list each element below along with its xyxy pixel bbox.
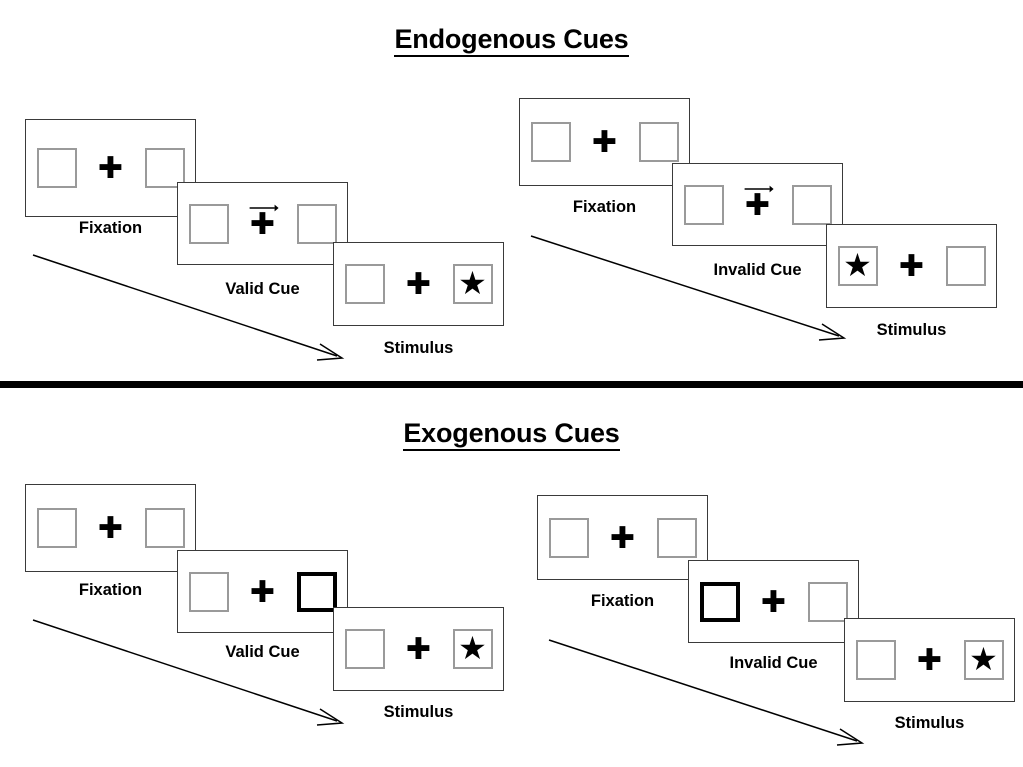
fixation-cross-icon: ✚ — [405, 632, 432, 667]
section-title-endogenous: Endogenous Cues — [0, 24, 1023, 57]
left-box — [855, 640, 896, 680]
frame-endogenous-valid-cue[interactable]: ✚ — [177, 182, 348, 265]
right-box — [144, 148, 185, 188]
fixation-cross-icon: ✚ — [760, 584, 787, 620]
left-box — [36, 508, 77, 548]
right-box — [296, 203, 337, 244]
right-box — [656, 517, 697, 558]
left-box — [36, 148, 77, 188]
frame-endogenous-valid-stimulus[interactable]: ✚ ★ — [333, 242, 504, 326]
star-icon: ★ — [843, 247, 872, 283]
right-box — [791, 184, 832, 225]
fixation-cross-icon: ✚ — [898, 249, 925, 284]
frame-exogenous-invalid-cue[interactable]: ✚ — [688, 560, 859, 643]
section-title-exogenous-text: Exogenous Cues — [403, 418, 620, 451]
caption-exogenous-invalid-stimulus: Stimulus — [894, 714, 965, 732]
frame-exogenous-valid-cue[interactable]: ✚ — [177, 550, 348, 633]
fixation-cross-icon: ✚ — [916, 643, 943, 678]
fixation-cross-group: ✚ — [94, 506, 128, 550]
caption-endogenous-valid-cue: Valid Cue — [225, 280, 300, 298]
arrow-right-icon — [249, 204, 279, 211]
right-box — [144, 508, 185, 548]
right-box — [945, 246, 986, 286]
frame-endogenous-invalid-fixation[interactable]: ✚ — [519, 98, 690, 186]
fixation-cross-group: ✚ — [94, 146, 128, 190]
fixation-cross-group: ✚ — [895, 244, 929, 288]
frame-content: ✚ — [26, 506, 195, 550]
frame-content: ✚ — [178, 570, 347, 614]
fixation-cross-icon: ✚ — [97, 151, 124, 186]
star-icon: ★ — [458, 265, 487, 301]
caption-endogenous-valid-fixation: Fixation — [78, 219, 143, 237]
right-box-highlighted-box-icon — [296, 571, 337, 612]
caption-exogenous-invalid-cue: Invalid Cue — [729, 654, 818, 672]
fixation-cross-group: ✚ — [246, 202, 280, 246]
flow-arrow-exogenous-invalid — [548, 639, 865, 746]
frame-content: ✚ — [689, 580, 858, 624]
frame-content: ✚ ★ — [334, 627, 503, 671]
frame-endogenous-invalid-cue[interactable]: ✚ — [672, 163, 843, 246]
left-box: ★ — [837, 246, 878, 286]
frame-content: ✚ — [178, 202, 347, 246]
caption-exogenous-valid-fixation: Fixation — [78, 581, 143, 599]
left-box — [188, 571, 229, 612]
fixation-cross-icon: ✚ — [249, 574, 276, 610]
fixation-cross-group: ✚ — [606, 516, 640, 560]
fixation-cross-group: ✚ — [402, 262, 436, 306]
frame-content: ✚ — [538, 516, 707, 560]
frame-content: ✚ — [26, 146, 195, 190]
frame-exogenous-valid-stimulus[interactable]: ✚ ★ — [333, 607, 504, 691]
fixation-cross-group: ✚ — [246, 570, 280, 614]
frame-content: ★ ✚ — [827, 244, 996, 288]
fixation-cross-icon: ✚ — [609, 520, 636, 556]
left-box — [548, 517, 589, 558]
frame-content: ✚ — [520, 120, 689, 164]
left-box-highlighted-box-icon — [699, 581, 740, 622]
right-box: ★ — [452, 629, 493, 669]
right-box — [807, 581, 848, 622]
arrow-right-icon — [744, 185, 774, 192]
right-box: ★ — [963, 640, 1004, 680]
caption-exogenous-invalid-fixation: Fixation — [590, 592, 655, 610]
caption-endogenous-valid-stimulus: Stimulus — [383, 339, 454, 357]
left-box — [530, 122, 571, 162]
right-box: ★ — [452, 264, 493, 304]
section-divider — [0, 381, 1023, 388]
star-icon: ★ — [969, 641, 998, 677]
frame-endogenous-valid-fixation[interactable]: ✚ — [25, 119, 196, 217]
frame-content: ✚ ★ — [845, 638, 1014, 682]
fixation-cross-group: ✚ — [757, 580, 791, 624]
frame-content: ✚ ★ — [334, 262, 503, 306]
fixation-cross-group: ✚ — [741, 183, 775, 227]
caption-endogenous-invalid-stimulus: Stimulus — [876, 321, 947, 339]
fixation-cross-icon: ✚ — [97, 511, 124, 546]
frame-endogenous-invalid-stimulus[interactable]: ★ ✚ — [826, 224, 997, 308]
fixation-cross-group: ✚ — [588, 120, 622, 164]
fixation-cross-group: ✚ — [402, 627, 436, 671]
caption-exogenous-valid-stimulus: Stimulus — [383, 703, 454, 721]
section-title-endogenous-text: Endogenous Cues — [394, 24, 629, 57]
left-box — [188, 203, 229, 244]
fixation-cross-icon: ✚ — [405, 267, 432, 302]
fixation-cross-icon: ✚ — [744, 187, 771, 223]
frame-exogenous-invalid-stimulus[interactable]: ✚ ★ — [844, 618, 1015, 702]
right-box — [638, 122, 679, 162]
section-title-exogenous: Exogenous Cues — [0, 418, 1023, 451]
frame-exogenous-invalid-fixation[interactable]: ✚ — [537, 495, 708, 580]
star-icon: ★ — [458, 630, 487, 666]
fixation-cross-icon: ✚ — [249, 206, 276, 242]
left-box — [683, 184, 724, 225]
fixation-cross-icon: ✚ — [591, 125, 618, 160]
left-box — [344, 264, 385, 304]
frame-exogenous-valid-fixation[interactable]: ✚ — [25, 484, 196, 572]
left-box — [344, 629, 385, 669]
frame-content: ✚ — [673, 183, 842, 227]
fixation-cross-group: ✚ — [913, 638, 947, 682]
caption-endogenous-invalid-fixation: Fixation — [572, 198, 637, 216]
caption-exogenous-valid-cue: Valid Cue — [225, 643, 300, 661]
caption-endogenous-invalid-cue: Invalid Cue — [713, 261, 802, 279]
